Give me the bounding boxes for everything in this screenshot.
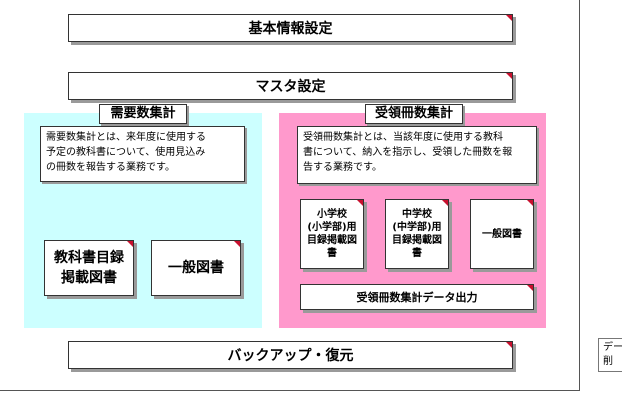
backup-restore-button[interactable]: バックアップ・復元 [68,341,513,369]
button-corner-marker [506,73,512,79]
button-corner-marker [527,200,533,206]
main-menu-frame: 基本情報設定 マスタ設定 需要数集計 需要数集計とは、来年度に使用する 予定の教… [0,0,580,391]
backup-restore-label: バックアップ・復元 [227,348,354,364]
receipt-general-books-button[interactable]: 一般図書 [470,199,534,269]
junior-catalog-label: 中学校 (中学部)用 目録掲載図 書 [392,209,442,259]
elementary-catalog-button[interactable]: 小学校 (小学部)用 目録掲載図 書 [300,199,364,269]
master-settings-button[interactable]: マスタ設定 [68,72,513,100]
button-corner-marker [506,15,512,21]
demand-general-books-button[interactable]: 一般図書 [151,240,241,296]
receipt-count-panel: 受領冊数集計 受領冊数集計とは、当該年度に使用する教科 書について、納入を指示し… [279,104,546,328]
button-corner-marker [506,342,512,348]
button-corner-marker [442,200,448,206]
receipt-count-title: 受領冊数集計 [365,104,463,124]
demand-count-panel: 需要数集計 需要数集計とは、来年度に使用する 予定の教科書について、使用見込み … [24,104,262,328]
receipt-general-books-label: 一般図書 [482,228,522,240]
demand-count-description: 需要数集計とは、来年度に使用する 予定の教科書について、使用見込み の冊数を報告… [40,126,245,182]
button-corner-marker [357,200,363,206]
elementary-catalog-label: 小学校 (小学部)用 目録掲載図 書 [307,209,357,259]
demand-general-books-label: 一般図書 [168,260,224,276]
master-settings-label: マスタ設定 [255,79,326,95]
basic-info-settings-button[interactable]: 基本情報設定 [68,14,513,42]
demand-count-title: 需要数集計 [99,104,187,124]
receipt-data-export-button[interactable]: 受領冊数集計データ出力 [300,284,534,310]
catalog-books-button[interactable]: 教科書目録 掲載図書 [44,240,134,296]
junior-catalog-button[interactable]: 中学校 (中学部)用 目録掲載図 書 [385,199,449,269]
button-corner-marker [527,285,533,291]
receipt-count-description: 受領冊数集計とは、当該年度に使用する教科 書について、納入を指示し、受領した冊数… [297,126,537,184]
button-corner-marker [127,241,133,247]
receipt-data-export-label: 受領冊数集計データ出力 [356,291,478,304]
catalog-books-label: 教科書目録 掲載図書 [54,250,124,286]
data-delete-button-partial[interactable]: デー 削 [598,338,622,372]
button-corner-marker [234,241,240,247]
basic-info-settings-label: 基本情報設定 [248,21,333,37]
